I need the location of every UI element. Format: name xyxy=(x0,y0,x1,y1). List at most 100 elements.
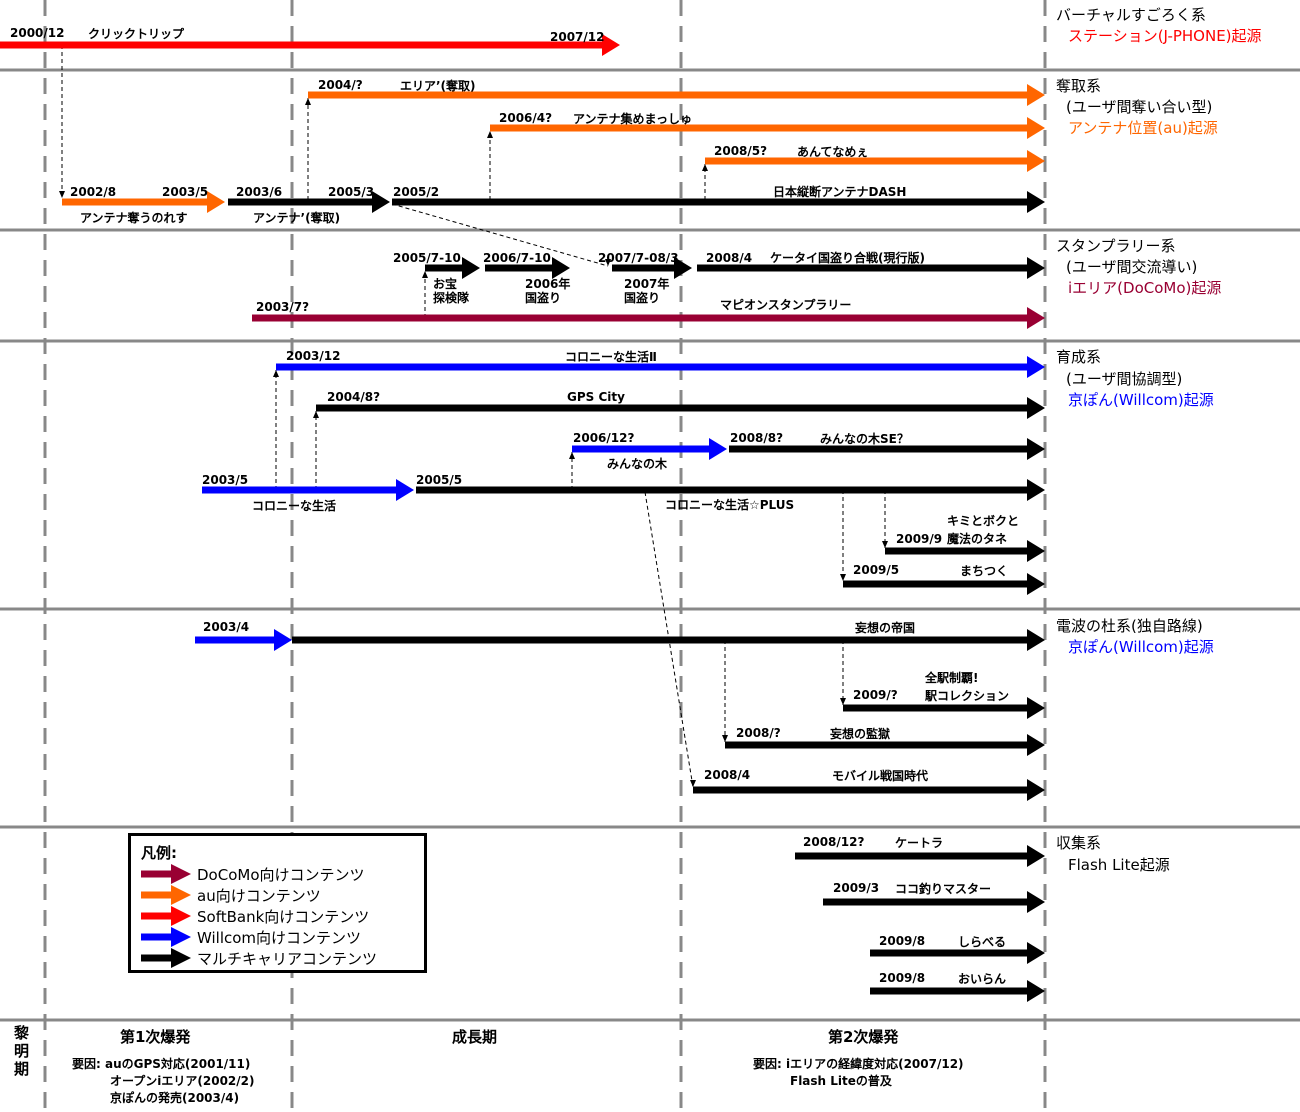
labels-colony-label: コロニーな生活 xyxy=(252,499,337,513)
labels-ketora-date-label: 2008/12? xyxy=(803,835,865,849)
arrowhead-icon xyxy=(396,479,414,501)
arrowhead-icon xyxy=(1027,845,1045,867)
legend-item-label: マルチキャリアコンテンツ xyxy=(197,949,378,968)
arrowhead-icon xyxy=(1027,479,1045,501)
labels-antename-date-label: 2008/5? xyxy=(714,144,768,158)
labels-kimiboku-date-label: 2009/9 xyxy=(896,532,943,546)
arrowhead-icon xyxy=(1027,191,1045,213)
connector-arrowhead-icon xyxy=(273,370,279,377)
legend-item-label: au向けコンテンツ xyxy=(197,886,321,905)
periods-first-factors-2-label: 京ぽんの発売(2003/4) xyxy=(110,1091,240,1105)
labels-otakara-label: お宝 探検隊 xyxy=(433,277,470,305)
labels-colony2-label: コロニーな生活Ⅱ xyxy=(565,350,657,364)
arrowhead-icon xyxy=(1027,779,1045,801)
categories-ikusei-name-label: 育成系 xyxy=(1056,348,1102,366)
timeline-arrow-kokotsuri xyxy=(823,898,1027,906)
arrowhead-icon xyxy=(1027,307,1045,329)
labels-kunitori2006-date-label: 2006/7-10 xyxy=(483,251,551,265)
timeline-arrow-colony2 xyxy=(276,363,1027,371)
timeline-arrow-kunitori xyxy=(697,264,1027,272)
arrowhead-icon xyxy=(1027,540,1045,562)
timeline-arrow-dash xyxy=(392,198,1027,206)
timeline-arrow-minnase xyxy=(729,445,1027,453)
connector-arrowhead-icon xyxy=(840,574,846,581)
arrowhead-icon xyxy=(1027,629,1045,651)
labels-mapion-date-label: 2003/7? xyxy=(256,300,310,314)
labels-teikoku-date-label: 2003/4 xyxy=(203,620,250,634)
timeline-arrow-antenna xyxy=(228,198,372,206)
legend-title: 凡例: xyxy=(141,844,177,862)
labels-clicktrip-end-label: 2007/12 xyxy=(550,30,605,44)
timeline-arrow-antename xyxy=(705,157,1027,165)
timeline-arrow-sengoku xyxy=(693,786,1027,794)
labels-ubau-start-label: 2002/8 xyxy=(70,185,117,199)
categories-stamp-name-label: スタンプラリー系 xyxy=(1056,237,1176,255)
categories-dasshu-type-label: (ユーザ間奪い合い型) xyxy=(1066,98,1213,116)
timeline-arrow-teikoku xyxy=(292,636,1027,644)
labels-kimiboku-2-label: 魔法のタネ xyxy=(947,532,1008,546)
legend-arrow-icon xyxy=(141,864,191,884)
labels-gpscity-date-label: 2004/8? xyxy=(327,390,381,404)
labels-colony-date-label: 2003/5 xyxy=(202,473,249,487)
categories-dasshu-name-label: 奪取系 xyxy=(1056,77,1102,95)
timeline-arrow-shiraberu xyxy=(870,949,1027,957)
labels-kokotsuri-label: ココ釣りマスター xyxy=(895,882,992,896)
labels-kunitori2007-label: 2007年 国盗り xyxy=(624,277,670,305)
labels-antename-label: あんてなめぇ xyxy=(797,145,869,159)
legend-item: Willcom向けコンテンツ xyxy=(141,927,361,947)
legend-arrow-icon xyxy=(141,927,191,947)
labels-dash-date-label: 2005/2 xyxy=(393,185,440,199)
timeline-arrow-colonyplus xyxy=(416,486,1027,494)
labels-minna-date-label: 2006/12? xyxy=(573,431,635,445)
arrowhead-icon xyxy=(1027,573,1045,595)
labels-ubau-label: アンテナ奪うのれす xyxy=(80,211,188,225)
arrowhead-icon xyxy=(1027,438,1045,460)
connector-arrowhead-icon xyxy=(722,735,728,742)
legend-item: DoCoMo向けコンテンツ xyxy=(141,864,365,884)
legend-item: au向けコンテンツ xyxy=(141,885,321,905)
categories-ikusei-type-label: (ユーザ間協調型) xyxy=(1066,370,1183,388)
legend-item-label: DoCoMo向けコンテンツ xyxy=(197,865,365,884)
labels-kunitori2007-date-label: 2007/7-08/3 xyxy=(598,251,679,265)
arrowhead-icon xyxy=(207,191,225,213)
connector-arrowhead-icon xyxy=(422,271,428,278)
connector-arrowhead-icon xyxy=(59,191,65,198)
periods-second-factors-1-label: Flash Liteの普及 xyxy=(790,1074,892,1088)
timeline-arrow-oiran xyxy=(870,987,1027,995)
legend-item: SoftBank向けコンテンツ xyxy=(141,906,369,926)
dependency-connector xyxy=(391,203,609,267)
timeline-arrow-atsume xyxy=(490,124,1027,132)
arrowhead-icon xyxy=(1027,397,1045,419)
timeline-arrow-area xyxy=(308,91,1027,99)
timeline-arrow-ekicolle xyxy=(843,704,1027,712)
arrowhead-icon xyxy=(462,257,480,279)
labels-clicktrip-label: クリックトリップ xyxy=(88,27,185,41)
labels-otakara-date-label: 2005/7-10 xyxy=(393,251,461,265)
categories-sugoroku-name-label: バーチャルすごろく系 xyxy=(1056,6,1206,24)
periods-first-boom-label: 第1次爆発 xyxy=(120,1028,191,1046)
legend-item-label: SoftBank向けコンテンツ xyxy=(197,907,370,926)
timeline-arrow-minna xyxy=(572,445,709,453)
labels-oiran-label: おいらん xyxy=(958,972,1007,986)
categories-stamp-origin-label: iエリア(DoCoMo)起源 xyxy=(1068,279,1222,297)
categories-shushu-name-label: 収集系 xyxy=(1056,834,1102,852)
legend-arrow-icon xyxy=(141,948,191,968)
labels-antenna-end-label: 2005/3 xyxy=(328,185,375,199)
arrowhead-icon xyxy=(1027,697,1045,719)
arrowhead-icon xyxy=(1027,84,1045,106)
timeline-arrow-kunitori2006 xyxy=(485,264,552,272)
labels-colonyplus-date-label: 2005/5 xyxy=(416,473,463,487)
connector-arrowhead-icon xyxy=(305,98,311,105)
labels-shiraberu-label: しらべる xyxy=(958,935,1007,949)
arrowhead-icon xyxy=(1027,942,1045,964)
labels-area-label: エリア’(奪取) xyxy=(400,79,476,93)
categories-denpa-origin-label: 京ぽん(Willcom)起源 xyxy=(1068,638,1214,656)
labels-ekicolle-1-label: 全駅制覇! xyxy=(925,671,979,685)
legend-item: マルチキャリアコンテンツ xyxy=(141,948,377,968)
labels-gpscity-label: GPS City xyxy=(567,390,625,404)
labels-kunitori-label: ケータイ国盗り合戦(現行版) xyxy=(770,251,925,265)
legend-arrow-icon xyxy=(141,906,191,926)
arrowhead-icon xyxy=(1027,257,1045,279)
timeline-arrow-gpscity xyxy=(316,404,1027,412)
